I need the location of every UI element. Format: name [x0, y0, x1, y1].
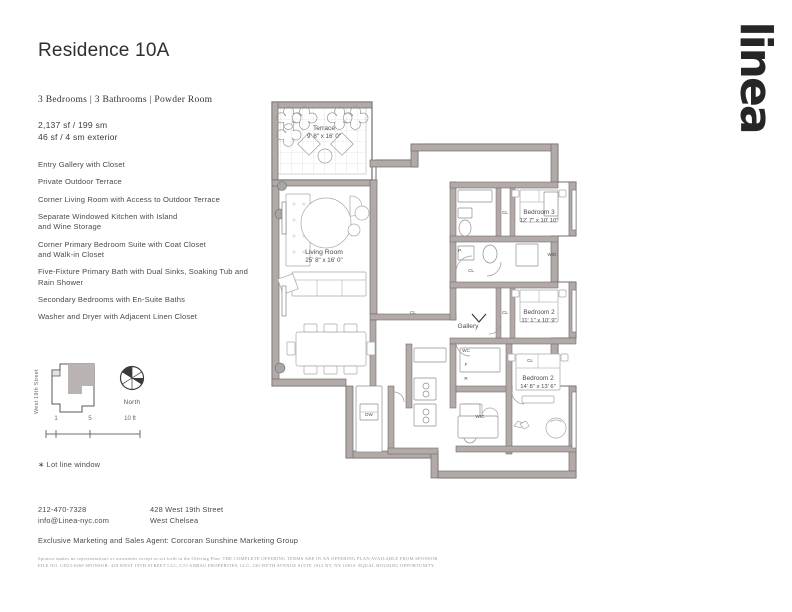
label-closet: CL	[468, 268, 474, 273]
linea-logo: linea	[730, 21, 781, 133]
fixtures	[355, 189, 559, 453]
room-dims-living: 25' 8" x 16' 0"	[305, 257, 342, 264]
label-dishwasher: DW	[365, 412, 373, 417]
room-dims-terrace: 9' 8" x 16' 0"	[307, 133, 341, 140]
lot-line-note: ∗ Lot line window	[38, 460, 101, 469]
residence-subtitle: 3 Bedrooms | 3 Bathrooms | Powder Room	[38, 95, 213, 105]
terrace-furniture	[275, 106, 369, 164]
label-closet: CL	[527, 358, 533, 363]
key-plan-shape	[51, 363, 95, 413]
room-dims-bedroom-3: 12' 7" x 10' 10"	[520, 218, 559, 224]
feature-item: Corner Living Room with Access to Outdoo…	[38, 194, 220, 204]
exclusive-agent: Exclusive Marketing and Sales Agent: Cor…	[38, 536, 299, 545]
room-name-primary-bedroom: Bedroom 2	[522, 375, 554, 382]
room-name-terrace: Terrace	[313, 125, 335, 132]
room-name-gallery: Gallery	[458, 323, 480, 330]
feature-item: Entry Gallery with Closet	[38, 160, 125, 169]
scale-bar: 1 5 10 ft	[44, 416, 144, 444]
living-room-furniture	[277, 193, 376, 375]
area-summary: 2,137 sf / 199 sm 46 sf / 4 sm exterior	[38, 120, 118, 143]
scale-tick: 1	[54, 416, 58, 422]
key-plan: West 19th Street	[34, 360, 118, 420]
feature-list: Entry Gallery with Closet Private Outdoo…	[38, 160, 273, 330]
label-closet: CL	[502, 210, 508, 215]
feature-item: Secondary Bedrooms with En-Suite Baths	[38, 294, 186, 304]
scale-bar-graphic	[45, 430, 141, 438]
feature-item: Washer and Dryer with Adjacent Linen Clo…	[38, 312, 197, 322]
area-interior: 2,137 sf / 199 sm	[38, 120, 108, 130]
label-freezer: F	[465, 362, 468, 367]
label-closet: CL	[502, 310, 508, 315]
key-plan-street-label: West 19th Street	[34, 369, 40, 414]
address-block: 428 West 19th Street West Chelsea	[150, 505, 223, 526]
phone-number: 212-470-7328	[38, 505, 87, 514]
label-walk-in-closet: WIC	[476, 414, 486, 419]
room-name-living: Living Room	[305, 249, 343, 256]
compass-rose-icon	[119, 365, 145, 391]
door-swings	[393, 255, 525, 405]
feature-item: Corner Primary Bedroom Suite with Coat C…	[38, 239, 206, 259]
compass: North	[112, 365, 152, 406]
page-title: Residence 10A	[38, 40, 170, 61]
address-line-1: 428 West 19th Street	[150, 505, 224, 514]
room-name-bedroom-2: Bedroom 2	[523, 309, 555, 316]
address-line-2: West Chelsea	[150, 515, 199, 525]
contact-block: 212-470-7328 info@Linea-nyc.com	[38, 505, 109, 526]
feature-item: Five-Fixture Primary Bath with Dual Sink…	[38, 267, 249, 287]
scale-tick-labels: 1 5 10 ft	[44, 416, 144, 426]
email-address: info@Linea-nyc.com	[38, 515, 110, 525]
feature-item: Separate Windowed Kitchen with Island an…	[38, 212, 178, 232]
room-labels: Terrace 9' 8" x 16' 0" Living Room 25' 8…	[305, 125, 558, 390]
floor-plan-svg: Terrace 9' 8" x 16' 0" Living Room 25' 8…	[271, 101, 577, 479]
floor-plan-drawing: Terrace 9' 8" x 16' 0" Living Room 25' 8…	[258, 86, 714, 486]
logo-text: linea	[730, 21, 781, 133]
area-exterior: 46 sf / 4 sm exterior	[38, 131, 118, 142]
windows	[281, 189, 577, 449]
abbreviation-labels: CL CL CL CL CL W/D WC F R DW WIC P.	[365, 210, 557, 419]
feature-item: Private Outdoor Terrace	[38, 177, 122, 187]
room-name-bedroom-3: Bedroom 3	[523, 209, 555, 216]
room-dims-bedroom-2: 11' 1" x 10' 9"	[521, 318, 556, 324]
room-dims-primary-bedroom: 14' 8" x 13' 6"	[520, 384, 556, 390]
legal-disclaimer: Sponsor makes no representations or warr…	[38, 556, 758, 569]
bedroom-2-furniture	[511, 289, 567, 323]
scale-tick: 10 ft	[124, 416, 136, 422]
legal-line-2: FILE NO. CD23-0268 SPONSOR: 428 WEST 19T…	[38, 562, 436, 568]
label-washer-dryer: W/D	[548, 252, 558, 257]
legal-line-1: Sponsor makes no representations or warr…	[38, 556, 438, 561]
scale-tick: 5	[88, 416, 92, 422]
label-water-closet: WC	[462, 348, 470, 353]
label-refrigerator: R	[464, 376, 468, 381]
label-closet: CL	[410, 310, 416, 315]
gallery-pointer	[471, 313, 487, 323]
label-powder-room: P.	[458, 248, 462, 253]
compass-label: North	[123, 399, 141, 406]
